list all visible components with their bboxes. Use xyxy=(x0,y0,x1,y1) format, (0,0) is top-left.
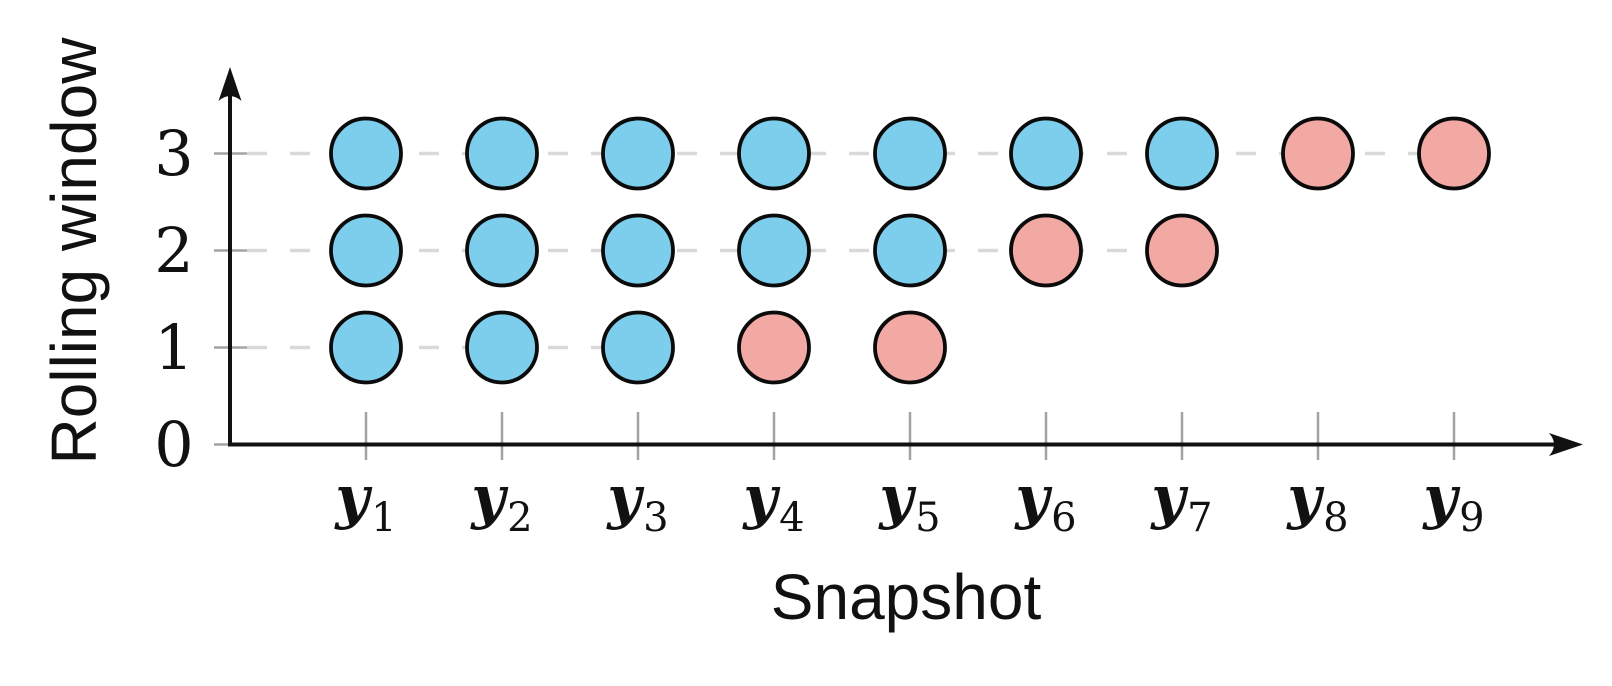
x-tick-label-y7: y7 xyxy=(1112,468,1252,542)
x-tick-label-y1: y1 xyxy=(296,468,436,542)
y-tick-label-0: 0 xyxy=(154,407,194,481)
x-tick-variable: y xyxy=(1423,463,1458,531)
dot-future-snapshots xyxy=(737,310,811,385)
dot-observed-snapshots xyxy=(1145,116,1219,191)
x-tick-variable: y xyxy=(879,463,914,531)
dot-future-snapshots xyxy=(1009,213,1083,288)
dot-observed-snapshots xyxy=(601,213,675,288)
x-tick-label-y4: y4 xyxy=(704,468,844,542)
dot-observed-snapshots xyxy=(873,213,947,288)
x-tick-label-y8: y8 xyxy=(1248,468,1388,542)
dot-observed-snapshots xyxy=(329,310,403,385)
dot-observed-snapshots xyxy=(737,213,811,288)
x-tick-subscript: 7 xyxy=(1187,495,1213,541)
x-axis-title: Snapshot xyxy=(770,561,1042,633)
x-tick-subscript: 8 xyxy=(1323,495,1349,541)
y-axis-title: Rolling window xyxy=(38,37,110,465)
dot-observed-snapshots xyxy=(465,310,539,385)
x-tick-label-y9: y9 xyxy=(1384,468,1524,542)
dot-observed-snapshots xyxy=(873,116,947,191)
dot-observed-snapshots xyxy=(329,116,403,191)
x-tick-variable: y xyxy=(743,463,778,531)
x-tick-label-y3: y3 xyxy=(568,468,708,542)
dot-future-snapshots xyxy=(1417,116,1491,191)
x-tick-subscript: 2 xyxy=(507,495,533,541)
x-axis-arrowhead xyxy=(1549,433,1583,456)
x-tick-variable: y xyxy=(335,463,370,531)
dot-observed-snapshots xyxy=(601,310,675,385)
dot-observed-snapshots xyxy=(465,213,539,288)
dot-future-snapshots xyxy=(873,310,947,385)
dot-future-snapshots xyxy=(1145,213,1219,288)
x-tick-label-y6: y6 xyxy=(976,468,1116,542)
dot-observed-snapshots xyxy=(1009,116,1083,191)
dot-observed-snapshots xyxy=(737,116,811,191)
y-tick-label-1: 1 xyxy=(154,310,194,384)
x-tick-subscript: 1 xyxy=(371,495,397,541)
x-tick-label-y5: y5 xyxy=(840,468,980,542)
x-tick-subscript: 9 xyxy=(1459,495,1485,541)
x-tick-variable: y xyxy=(607,463,642,531)
y-axis-arrowhead xyxy=(218,67,242,101)
x-tick-subscript: 3 xyxy=(643,495,669,541)
y-tick-label-2: 2 xyxy=(154,213,194,287)
dot-observed-snapshots xyxy=(465,116,539,191)
x-tick-variable: y xyxy=(1287,463,1322,531)
dot-observed-snapshots xyxy=(601,116,675,191)
x-tick-variable: y xyxy=(1015,463,1050,531)
y-tick-label-3: 3 xyxy=(154,116,194,190)
x-tick-subscript: 5 xyxy=(915,495,941,541)
x-tick-subscript: 6 xyxy=(1051,495,1077,541)
x-tick-label-y2: y2 xyxy=(432,468,572,542)
x-tick-subscript: 4 xyxy=(779,495,805,541)
x-tick-variable: y xyxy=(1151,463,1186,531)
dot-observed-snapshots xyxy=(329,213,403,288)
x-tick-variable: y xyxy=(471,463,506,531)
dot-future-snapshots xyxy=(1281,116,1355,191)
